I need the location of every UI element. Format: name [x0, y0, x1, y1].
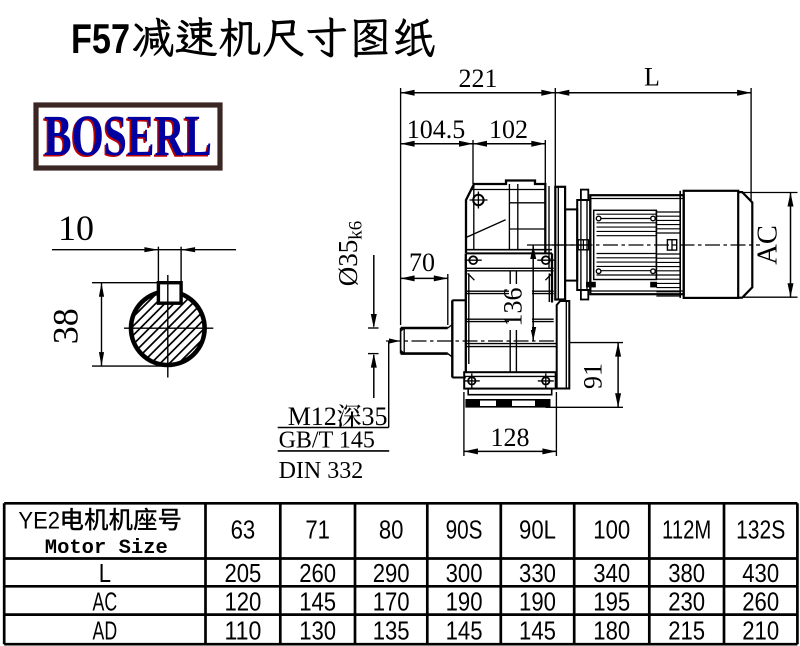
svg-text:132S: 132S	[736, 514, 785, 544]
svg-text:YE2: YE2	[18, 508, 60, 535]
svg-text:130: 130	[299, 615, 336, 645]
svg-text:120: 120	[224, 586, 261, 616]
svg-text:AC: AC	[93, 586, 118, 616]
svg-text:GB/T 145: GB/T 145	[279, 428, 375, 454]
svg-text:221: 221	[459, 64, 498, 93]
svg-text:DIN 332: DIN 332	[279, 458, 364, 484]
svg-text:BOSERL: BOSERL	[44, 103, 212, 168]
svg-text:145: 145	[519, 615, 556, 645]
svg-text:260: 260	[299, 558, 336, 588]
svg-text:330: 330	[519, 558, 556, 588]
svg-text:80: 80	[379, 514, 404, 544]
svg-text:128: 128	[491, 423, 530, 452]
svg-text:145: 145	[299, 586, 336, 616]
svg-text:300: 300	[446, 558, 483, 588]
svg-text:AD: AD	[93, 615, 118, 645]
svg-text:Motor Size: Motor Size	[45, 537, 168, 560]
svg-text:180: 180	[593, 615, 630, 645]
svg-text:430: 430	[742, 558, 779, 588]
svg-text:145: 145	[446, 615, 483, 645]
svg-text:340: 340	[593, 558, 630, 588]
svg-text:230: 230	[668, 586, 705, 616]
svg-text:Ø35k6: Ø35k6	[333, 221, 367, 287]
svg-text:135: 135	[373, 615, 410, 645]
svg-text:195: 195	[593, 586, 630, 616]
svg-text:M12: M12	[288, 402, 337, 431]
svg-text:AC: AC	[753, 225, 784, 265]
svg-text:104.5: 104.5	[407, 115, 466, 144]
svg-text:290: 290	[373, 558, 410, 588]
svg-text:136: 136	[499, 288, 528, 327]
svg-text:L: L	[644, 63, 660, 92]
svg-text:70: 70	[409, 248, 435, 277]
svg-text:190: 190	[519, 586, 556, 616]
svg-text:35: 35	[362, 402, 388, 431]
svg-text:215: 215	[668, 615, 705, 645]
svg-text:38: 38	[46, 308, 86, 344]
svg-text:BOSERL: BOSERL	[43, 105, 211, 170]
svg-text:91: 91	[579, 363, 608, 389]
svg-text:210: 210	[742, 615, 779, 645]
svg-text:90L: 90L	[519, 514, 556, 544]
svg-text:260: 260	[742, 586, 779, 616]
svg-text:110: 110	[224, 615, 261, 645]
svg-text:190: 190	[446, 586, 483, 616]
svg-text:102: 102	[489, 115, 528, 144]
svg-text:63: 63	[231, 514, 256, 544]
svg-text:112M: 112M	[662, 514, 711, 544]
svg-text:90S: 90S	[446, 514, 483, 544]
svg-text:71: 71	[305, 514, 330, 544]
svg-text:205: 205	[224, 558, 261, 588]
svg-text:380: 380	[668, 558, 705, 588]
svg-text:10: 10	[58, 208, 94, 248]
svg-text:100: 100	[593, 514, 630, 544]
svg-text:L: L	[99, 558, 111, 588]
svg-text:170: 170	[373, 586, 410, 616]
svg-text:F57: F57	[71, 15, 130, 62]
